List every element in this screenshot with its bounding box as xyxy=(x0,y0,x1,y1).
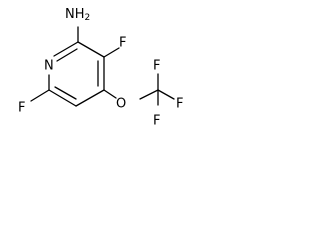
cf3-fluorine-label-right: F xyxy=(176,97,183,112)
double-bond-c5-c6 xyxy=(54,86,77,100)
bond-c4-o xyxy=(103,89,117,99)
ether-oxygen-label: O xyxy=(116,97,126,112)
amine-nitrogen-label: NH2 xyxy=(65,7,90,24)
cf3-fluorine-label-top: F xyxy=(153,59,160,74)
fluorine-label-top: F xyxy=(119,36,126,51)
bond-n1-c2 xyxy=(53,41,79,57)
chemical-structure: NH2 N F F O F F F xyxy=(18,7,183,129)
bond-cf3-f-right xyxy=(157,89,175,100)
bond-c4-c5 xyxy=(75,89,105,107)
bond-c6-f xyxy=(30,89,50,102)
ring-nitrogen-label: N xyxy=(44,59,54,74)
fluorine-label-left: F xyxy=(18,101,25,116)
bond-o-cf3 xyxy=(139,89,159,100)
cf3-fluorine-label-bottom: F xyxy=(153,114,160,129)
bond-c3-f xyxy=(103,47,120,58)
double-bond-n1-c2 xyxy=(56,48,78,62)
bond-c2-c3 xyxy=(77,41,105,58)
bond-c5-c6 xyxy=(48,89,77,107)
